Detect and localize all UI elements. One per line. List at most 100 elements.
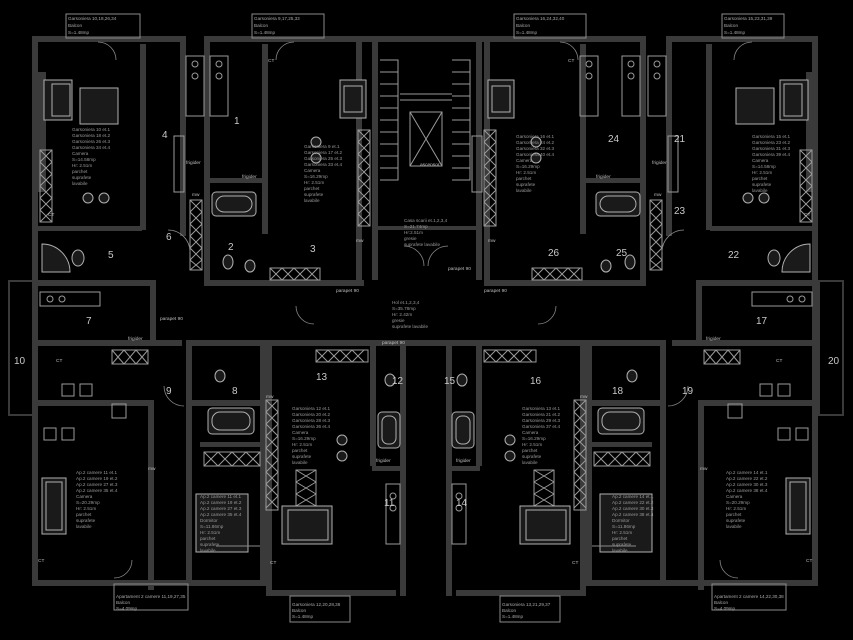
room-label: Casa scarii et.1,2,3,4 S=21.74mp Hr:2.51… [404, 218, 448, 247]
room-number: 14 [456, 498, 468, 509]
room-label: Ap.2 camere 14 et.1 Ap.2 camere 22 et.2 … [612, 494, 655, 553]
frigider-label: frigider [652, 160, 667, 166]
parapet-label: parapet 90 [448, 266, 471, 272]
ct-label: CT [48, 212, 54, 218]
room-number: 16 [530, 376, 542, 387]
balcony-label: Garsoniera 16,24,32,40 [516, 16, 565, 21]
room-number: 8 [232, 386, 238, 397]
mw-label: mw [488, 239, 496, 244]
frigider-label: frigider [456, 458, 471, 464]
mw-label: mw [700, 467, 708, 472]
frigider-label: frigider [186, 160, 201, 166]
balcony-label: S=1.48mp [516, 30, 538, 35]
balcony-label: Balcon [292, 608, 306, 613]
balcony-label: Balcon [724, 23, 738, 28]
balcony-label: Apartament 2 camere 14,22,30,38 [714, 594, 784, 599]
parapet-label: parapet 90 [484, 288, 507, 294]
ascensor-label: ascensor [420, 162, 440, 168]
room-number: 22 [728, 250, 740, 261]
room-label: Ap.2 camere 11 et.1 Ap.2 camere 19 et.2 … [76, 470, 119, 529]
balcony-label: S=1.48mp [292, 614, 314, 619]
balcony-label: Balcon [254, 23, 268, 28]
room-label: Garsoniera 9 et.1 Garsoniera 17 et.2 Gar… [304, 144, 343, 203]
parapet-label: parapet 90 [382, 340, 405, 346]
balconies [65, 13, 787, 623]
room-number: 7 [86, 316, 92, 327]
room-number: 4 [162, 130, 168, 141]
room-number: 2 [228, 242, 234, 253]
apt-labels: Garsoniera 10 et.1 Garsoniera 18 et.2 Ga… [72, 127, 791, 553]
room-label: Ap.2 camere 11 et.1 Ap.2 camere 19 et.2 … [200, 494, 243, 553]
parapet-label: parapet 90 [336, 288, 359, 294]
room-number: 1 [234, 116, 240, 127]
room-number: 23 [674, 206, 686, 217]
balcony-label: Balcon [116, 600, 130, 605]
room-number: 21 [674, 134, 686, 145]
frigider-label: frigider [242, 174, 257, 180]
balcony-label: S=4.09mp [714, 606, 736, 611]
balcony-label: S=4.09mp [116, 606, 138, 611]
room-number: 3 [310, 244, 316, 255]
room-number: 11 [384, 498, 395, 509]
room-number: 20 [828, 356, 840, 367]
room-number: 19 [682, 386, 694, 397]
ct-label: CT [572, 560, 578, 566]
balcony-label: S=1.48mp [502, 614, 524, 619]
balcony-label: Balcon [502, 608, 516, 613]
balcony-label: Garsoniera 13,21,29,37 [502, 602, 551, 607]
balcony-label: S=1.48mp [724, 30, 746, 35]
room-number: 10 [14, 356, 26, 367]
ct-label: CT [806, 558, 812, 564]
ct-label: CT [568, 58, 574, 64]
ct-label: CT [268, 58, 274, 64]
parapet-label: parapet 90 [160, 316, 183, 322]
room-number: 18 [612, 386, 624, 397]
small-labels: CT CT CT CT CT CT CT CT CT CT frigider f… [38, 58, 812, 566]
ct-label: CT [270, 560, 276, 566]
room-label: Ap.2 camere 14 et.1 Ap.2 camere 22 et.2 … [726, 470, 769, 529]
walls [8, 36, 844, 596]
room-label: Garsoniera 15 et.1 Garsoniera 23 et.2 Ga… [752, 134, 791, 193]
room-number: 25 [616, 248, 628, 259]
room-numbers: 1 2 3 4 5 6 7 8 9 10 11 12 13 14 15 16 1… [14, 116, 840, 509]
frigider-label: frigider [376, 458, 391, 464]
room-number: 17 [756, 316, 768, 327]
balcony-label: Balcon [68, 23, 82, 28]
room-label: Garsoniera 16 et.1 Garsoniera 24 et.2 Ga… [516, 134, 555, 193]
mw-label: mw [356, 239, 364, 244]
ct-label: CT [804, 212, 810, 218]
ct-label: CT [56, 358, 62, 364]
mw-label: mw [654, 193, 662, 198]
mw-label: mw [580, 395, 588, 400]
ct-label: CT [776, 358, 782, 364]
mw-label: mw [148, 467, 156, 472]
balcony-label: Garsoniera 15,23,31,39 [724, 16, 773, 21]
room-number: 26 [548, 248, 560, 259]
room-number: 12 [392, 376, 404, 387]
room-number: 5 [108, 250, 114, 261]
room-label: Garsoniera 10 et.1 Garsoniera 18 et.2 Ga… [72, 127, 111, 186]
room-number: 24 [608, 134, 620, 145]
balcony-label: S=1.48mp [68, 30, 90, 35]
mw-label: mw [266, 395, 274, 400]
balcony-label: S=1.48mp [254, 30, 276, 35]
balcony-label: Garsoniera 9,17,25,33 [254, 16, 300, 21]
frigider-label: frigider [596, 174, 611, 180]
mw-label: mw [192, 193, 200, 198]
room-number: 13 [316, 372, 328, 383]
balcony-label: Apartament 2 camere 11,19,27,35 [116, 594, 186, 599]
frigider-label: frigider [706, 336, 721, 342]
balcony-label: Garsoniera 10,18,26,34 [68, 16, 117, 21]
balcony-label: Balcon [516, 23, 530, 28]
fixtures [39, 41, 813, 579]
room-label: Garsoniera 12 et.1 Garsoniera 20 et.2 Ga… [292, 406, 331, 465]
balcony-label: Balcon [714, 600, 728, 605]
room-label: Hol et.1,2,3,4 S=35.78mp Hr: 2.42m gresi… [392, 300, 428, 329]
room-number: 15 [444, 376, 456, 387]
balcony-labels: Garsoniera 10,18,26,34 Balcon S=1.48mp G… [68, 16, 784, 619]
ct-label: CT [38, 558, 44, 564]
room-label: Garsoniera 13 et.1 Garsoniera 21 et.2 Ga… [522, 406, 561, 465]
frigider-label: frigider [128, 336, 143, 342]
balcony-label: Garsoniera 12,20,28,36 [292, 602, 341, 607]
